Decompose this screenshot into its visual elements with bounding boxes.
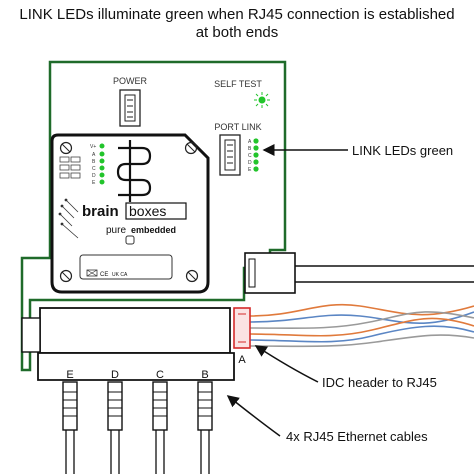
header-label: A xyxy=(238,354,246,366)
link-leds-callout: LINK LEDs green xyxy=(352,143,454,158)
ethernet-cable-b xyxy=(197,381,213,474)
port-link-led-letter: C xyxy=(248,153,252,159)
module-led-letter: V+ xyxy=(90,144,96,150)
module-led-letter: A xyxy=(92,152,96,158)
port-link-led-letter: A xyxy=(248,139,252,145)
port-link-led-letter: D xyxy=(248,160,252,166)
mount-hole xyxy=(185,269,199,283)
ethernet-cable-e xyxy=(62,381,78,474)
module-led xyxy=(99,179,105,185)
port-link-led xyxy=(253,152,259,158)
idc-header xyxy=(233,307,251,349)
module-led-letter: C xyxy=(92,166,96,172)
brainboxes-logo-mark xyxy=(116,140,152,202)
ethernet-cable-d xyxy=(107,381,123,474)
port-link-led-letter: E xyxy=(248,167,252,173)
idc-header-arrow xyxy=(254,345,319,383)
module-led-letter: D xyxy=(92,173,96,179)
port-link-label: PORT LINK xyxy=(214,122,261,132)
module-led xyxy=(99,151,105,157)
ce-mark: CE xyxy=(100,272,108,278)
header-wires xyxy=(249,303,474,348)
port-link-connector xyxy=(219,134,241,176)
port-link-led xyxy=(253,145,259,151)
rj45-housing xyxy=(21,307,235,381)
module-led xyxy=(99,143,105,149)
module-led-letter: B xyxy=(92,159,96,165)
title-line-1: LINK LEDs illuminate green when RJ45 con… xyxy=(19,6,455,23)
mount-hole xyxy=(59,141,73,155)
port-link-leds: A B C D E xyxy=(248,138,259,173)
brand-word-1: brain xyxy=(82,203,119,220)
port-link-led xyxy=(253,159,259,165)
self-test-led xyxy=(254,92,270,108)
port-label-c: C xyxy=(156,369,164,381)
module-led-letter: E xyxy=(92,180,96,186)
ukca-mark: UK CA xyxy=(112,272,128,278)
port-label-b: B xyxy=(201,369,208,381)
pcb-outline xyxy=(20,60,287,372)
rj45-plug-top xyxy=(244,252,474,294)
title-line-2: at both ends xyxy=(195,24,279,41)
self-test-label: SELF TEST xyxy=(214,79,262,89)
port-link-led xyxy=(253,166,259,172)
port-label-e: E xyxy=(66,369,73,381)
tagline-word-2: embedded xyxy=(131,225,176,235)
embedded-module: V+ A B C D E brain boxes pure embedded xyxy=(50,133,210,294)
power-label: POWER xyxy=(113,76,148,86)
power-connector xyxy=(119,89,141,127)
port-link-led-letter: B xyxy=(248,146,252,152)
ethernet-cable-c xyxy=(152,381,168,474)
port-label-d: D xyxy=(111,369,119,381)
mount-hole xyxy=(59,269,73,283)
module-led xyxy=(99,158,105,164)
brand-word-2: boxes xyxy=(129,203,166,219)
ethernet-cables-arrow xyxy=(226,395,281,437)
ethernet-cables-callout: 4x RJ45 Ethernet cables xyxy=(286,429,428,444)
mount-hole xyxy=(184,141,198,155)
idc-header-callout: IDC header to RJ45 xyxy=(322,375,437,390)
tagline-word-1: pure xyxy=(106,225,126,236)
module-led xyxy=(99,172,105,178)
module-led xyxy=(99,165,105,171)
port-link-led xyxy=(253,138,259,144)
